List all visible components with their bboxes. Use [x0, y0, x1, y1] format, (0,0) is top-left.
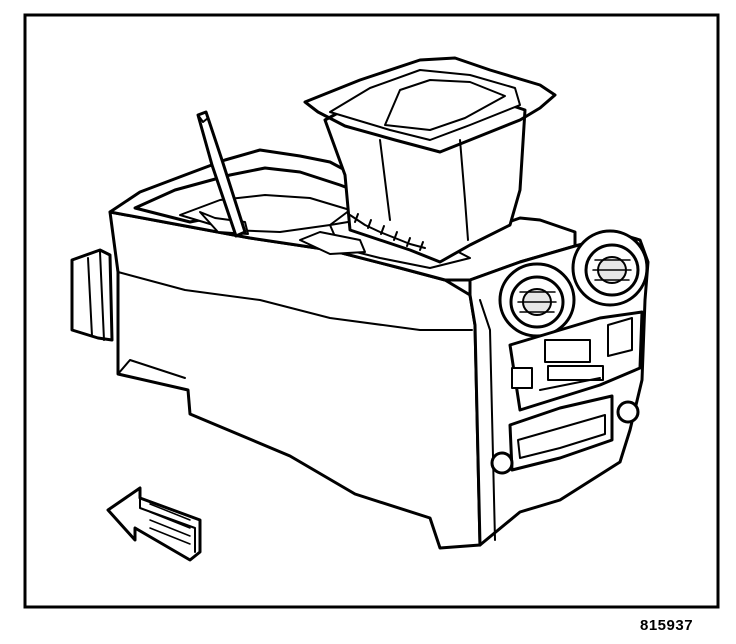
- left-air-vent: [498, 262, 576, 338]
- figure-id-label: 815937: [640, 617, 694, 634]
- direction-arrow: [106, 486, 202, 562]
- shift-lever: [196, 110, 247, 238]
- fastener: [490, 400, 640, 475]
- control-panel: [508, 310, 644, 412]
- storage-bin: [303, 56, 557, 264]
- front-storage-pocket: [508, 394, 614, 472]
- console-rear-cap: [70, 248, 114, 342]
- right-air-vent: [571, 229, 649, 307]
